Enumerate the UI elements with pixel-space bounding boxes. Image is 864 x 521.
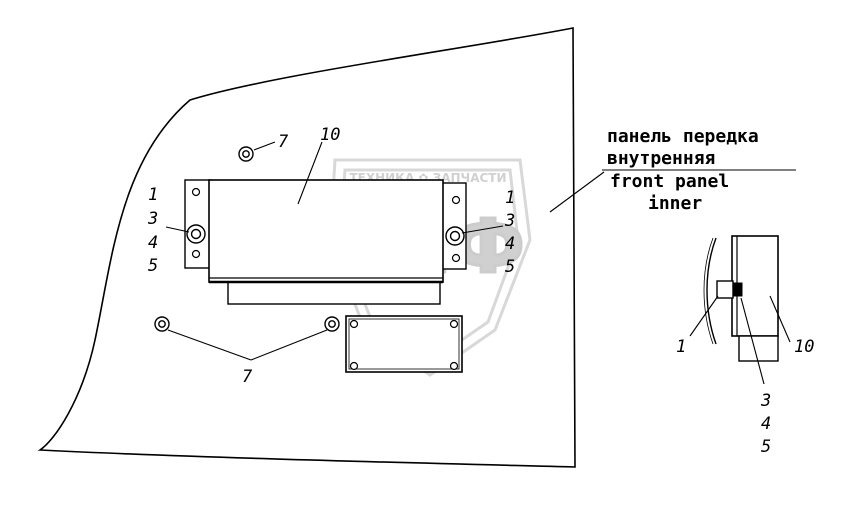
- side-panel-curve: [706, 237, 717, 345]
- cover-plate: [345, 315, 463, 373]
- callout-1-side: 1: [676, 337, 686, 357]
- side-view: 1 10 3 4 5: [676, 235, 814, 457]
- callout-7-top: 7: [278, 132, 289, 152]
- left-bolt-icon: [186, 224, 206, 244]
- plate-screw-icon: [449, 319, 459, 329]
- callout-4-left: 4: [148, 233, 158, 253]
- caption-ru-line1: панель передка: [607, 126, 759, 147]
- right-mounting-bracket: [440, 182, 467, 270]
- callout-4-right: 4: [505, 234, 515, 254]
- callout-3-side: 3: [760, 391, 771, 411]
- left-callout-group: 1 3 4 5: [147, 185, 158, 276]
- caption-en-line1: front panel: [610, 171, 729, 192]
- leader-lines: [165, 141, 796, 361]
- panel-caption: панель передка внутренняя front panel in…: [607, 126, 759, 214]
- side-unit-lower-block: [738, 335, 779, 362]
- callout-4-side: 4: [761, 414, 771, 434]
- bracket-hole-icon: [451, 195, 461, 205]
- plate-screw-icon: [349, 319, 359, 329]
- callout-1-left: 1: [148, 185, 158, 205]
- right-callout-group: 1 3 4 5: [504, 188, 515, 277]
- callout-5-right: 5: [505, 257, 515, 277]
- plate-screw-icon: [349, 361, 359, 371]
- main-unit: [184, 179, 467, 305]
- callout-5-left: 5: [148, 256, 158, 276]
- right-bolt-icon: [445, 226, 465, 246]
- callout-7-bottom: 7: [242, 367, 253, 387]
- top-nut-icon: [238, 146, 254, 162]
- callout-10-side: 10: [794, 337, 814, 357]
- callout-1-right: 1: [505, 188, 515, 208]
- bracket-hole-icon: [191, 249, 201, 259]
- plate-screw-icon: [449, 361, 459, 371]
- front-panel-outline: [37, 27, 576, 468]
- callout-3-left: 3: [147, 209, 158, 229]
- caption-en-line2: inner: [648, 193, 702, 214]
- unit-lower-block: [227, 281, 441, 305]
- callout-10-main: 10: [320, 125, 340, 145]
- callout-3-right: 3: [504, 211, 515, 231]
- caption-ru-line2: внутренняя: [607, 148, 715, 169]
- unit-housing: [208, 179, 444, 283]
- callout-5-side: 5: [761, 437, 771, 457]
- bracket-hole-icon: [191, 187, 201, 197]
- bottom-right-nut-icon: [324, 316, 340, 332]
- bottom-left-nut-icon: [154, 316, 170, 332]
- side-nut-icon: [732, 282, 743, 297]
- side-bolt-icon: [716, 280, 734, 299]
- bracket-hole-icon: [451, 253, 461, 263]
